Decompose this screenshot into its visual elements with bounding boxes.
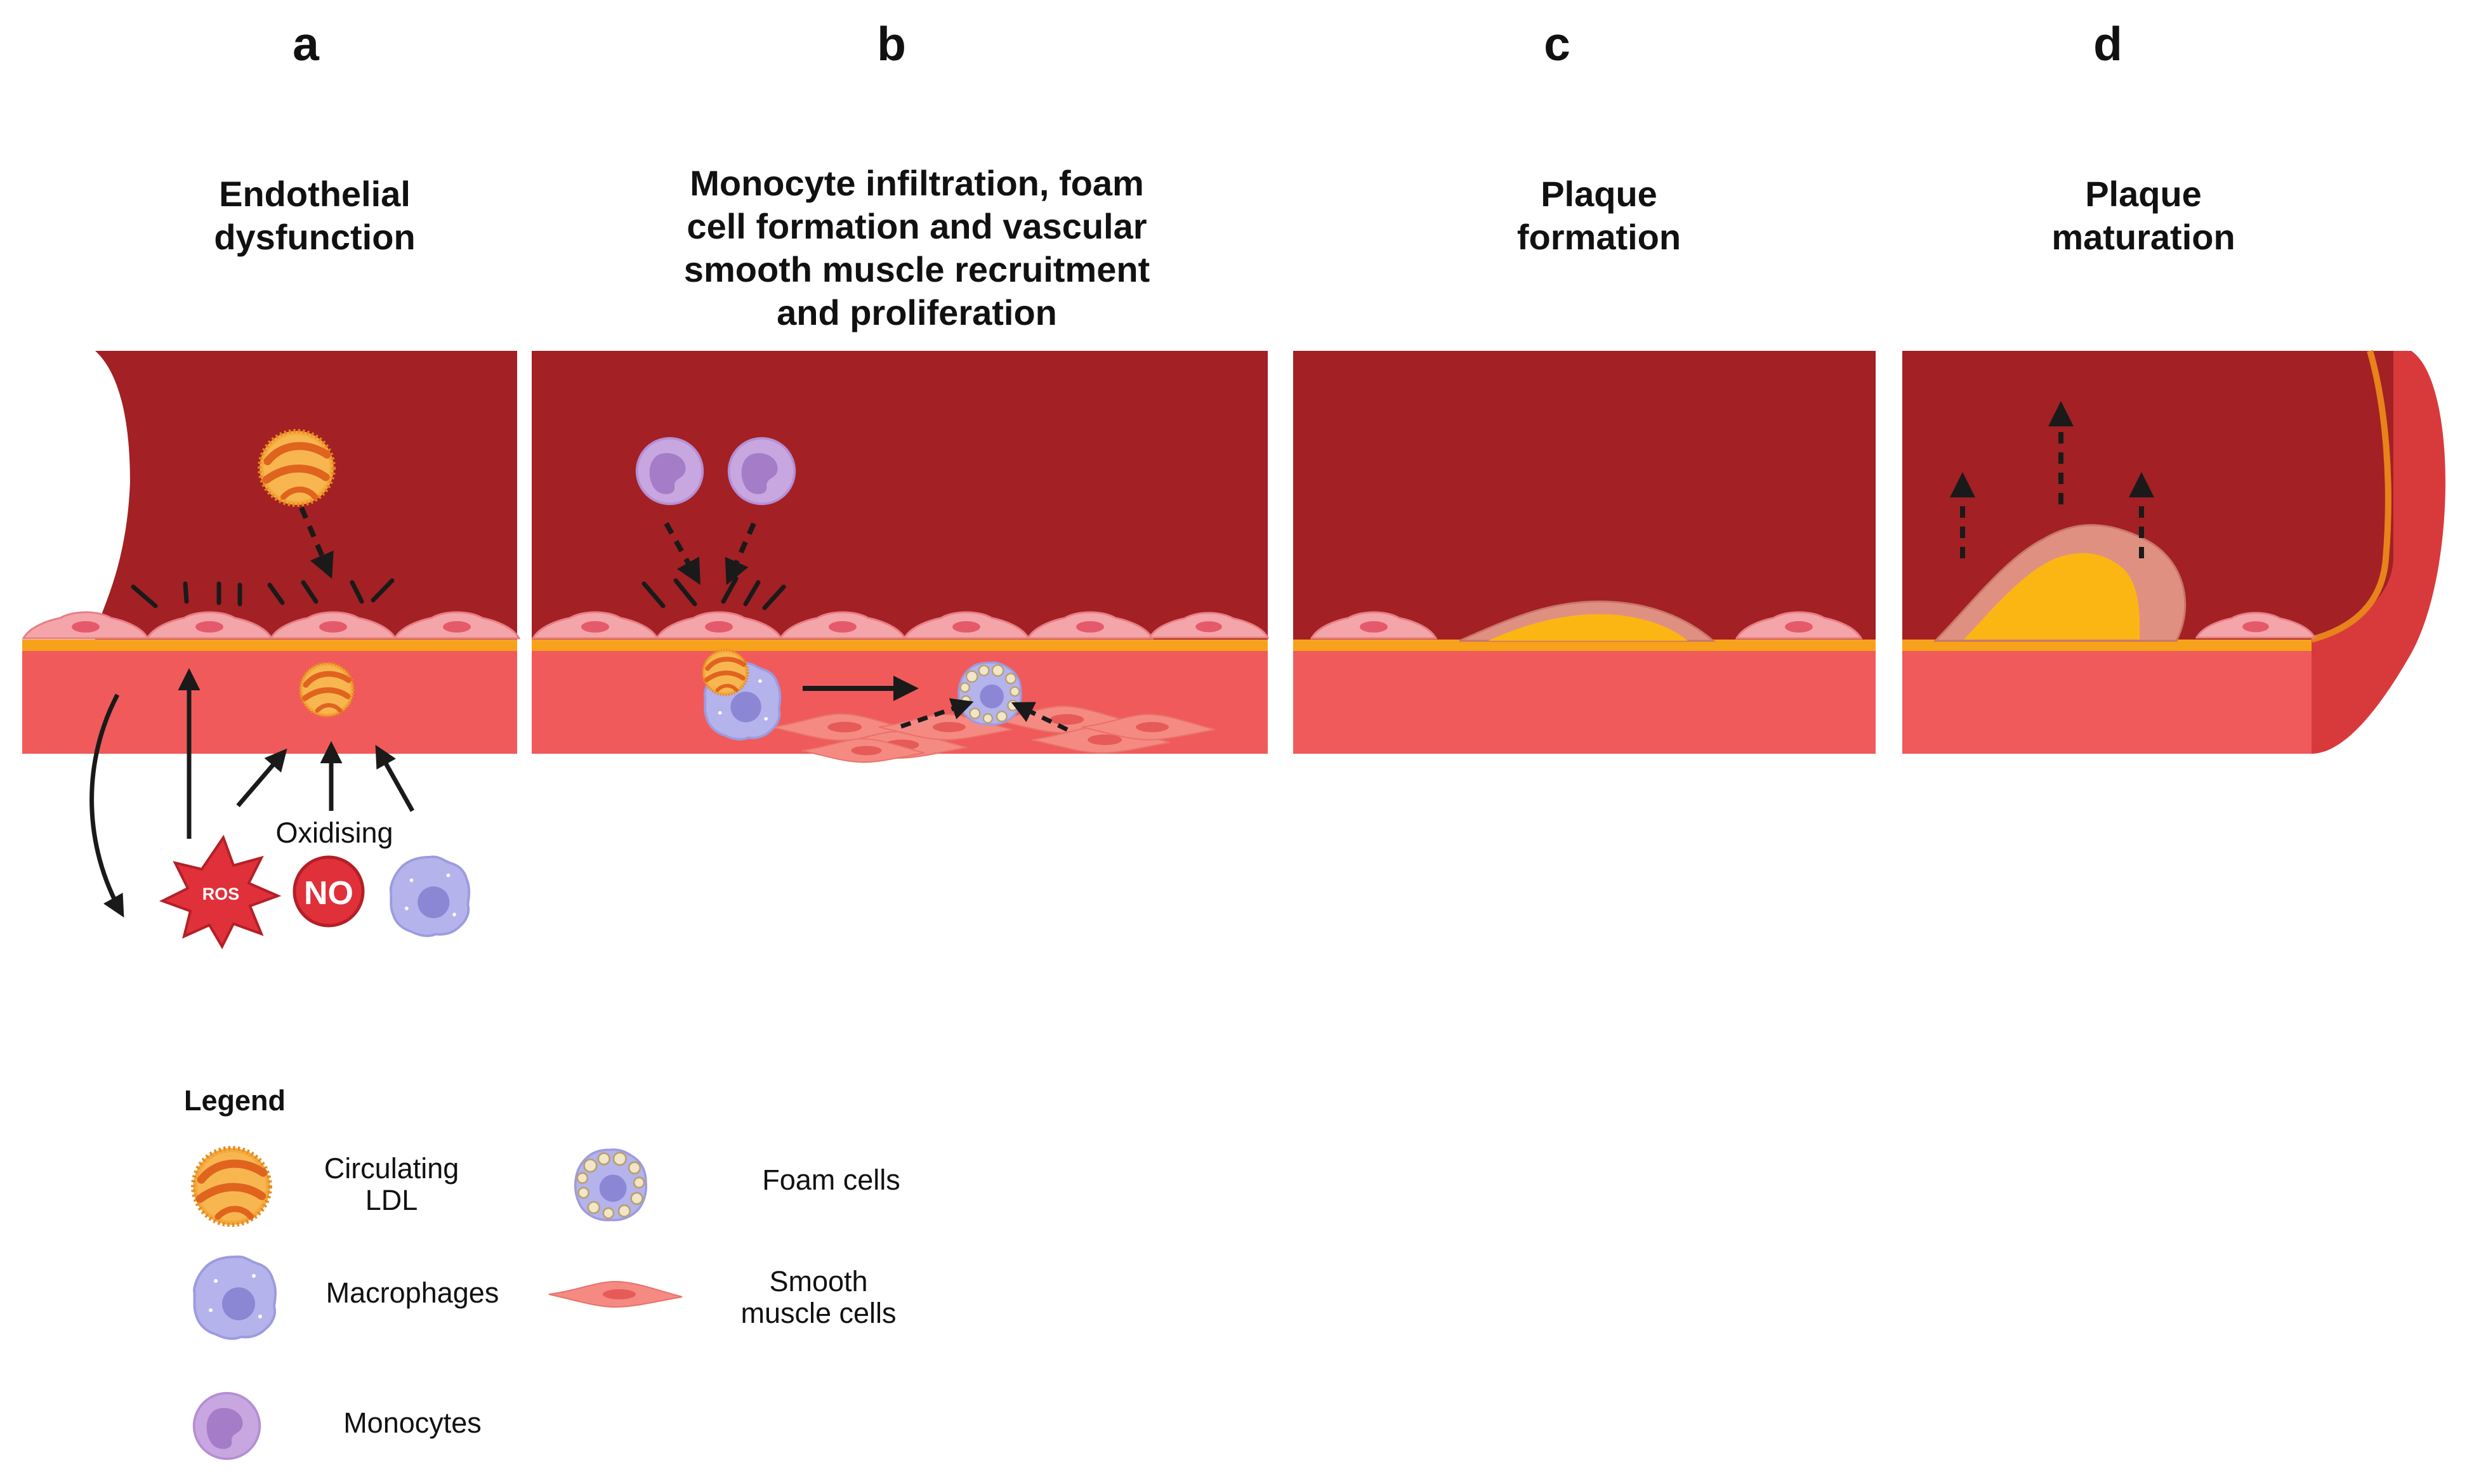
legend-smooth-muscle-cell-icon — [548, 1280, 683, 1308]
panel-c-vessel — [1293, 351, 1876, 754]
panel-d-title-line: Plaque — [2085, 174, 2202, 214]
panel-a-damage-marks — [131, 578, 395, 608]
legend-monocyte-icon — [192, 1391, 261, 1461]
panel-c-title-line: formation — [1517, 217, 1681, 257]
no-icon: NO — [293, 855, 365, 928]
panel-c-plaque — [1459, 600, 1716, 642]
legend-label-macrophage: Macrophages — [326, 1277, 499, 1309]
panel-b-foam-cell-icon — [957, 661, 1022, 726]
panel-b-ldl-icon — [703, 650, 748, 695]
legend-label-monocyte: Monocytes — [343, 1407, 482, 1439]
panel-b-letter: b — [877, 17, 906, 70]
panel-a-circulating-ldl-icon — [260, 431, 334, 505]
ros-icon: ROS — [159, 834, 282, 950]
legend-label-smooth-muscle-cell: muscle cells — [740, 1297, 896, 1329]
panel-a-title-line: Endothelial — [219, 174, 411, 214]
panel-d-letter: d — [2093, 17, 2122, 70]
panel-b-vessel — [532, 351, 1268, 754]
legend-label-foam-cell: Foam cells — [762, 1164, 900, 1196]
panel-d-title-line: maturation — [2051, 217, 2235, 257]
panel-b-monocyte-icon-1 — [635, 437, 704, 506]
panel-d-plaque — [1933, 524, 2187, 642]
legend-label-ldl: LDL — [365, 1184, 418, 1216]
panel-a-intimal-ldl-icon — [300, 663, 353, 716]
panel-c-title-line: Plaque — [1541, 174, 1657, 214]
panel-b-title-line: Monocyte infiltration, foam — [690, 163, 1144, 203]
panel-b-monocyte-icon-2 — [727, 437, 796, 506]
legend-ldl-icon — [193, 1148, 270, 1225]
legend-heading: Legend — [184, 1084, 286, 1117]
panel-b-smc-arrows — [900, 698, 1069, 732]
panel-b-title-line: smooth muscle recruitment — [684, 249, 1150, 289]
legend-label-smooth-muscle-cell: Smooth — [769, 1265, 867, 1297]
panel-a-macrophage-icon — [389, 855, 471, 938]
panel-a-vessel — [22, 351, 517, 754]
panel-a-letter: a — [293, 17, 320, 70]
legend-label-ldl: Circulating — [324, 1152, 459, 1185]
legend-macrophage-icon — [193, 1255, 277, 1340]
legend-foam-cell-icon — [574, 1148, 648, 1221]
panel-d-vessel — [1902, 350, 2445, 754]
panel-b-title-line: cell formation and vascular — [687, 206, 1147, 246]
ros-label: ROS — [202, 884, 240, 903]
oxidising-label: Oxidising — [275, 817, 393, 849]
panel-d-growth-arrows — [1950, 401, 2154, 558]
panel-b-monocyte-arrows — [664, 522, 756, 586]
panel-a-title-line: dysfunction — [214, 217, 415, 257]
panel-b-title-line: and proliferation — [777, 292, 1057, 332]
panel-a-oxidation-arrows — [89, 668, 415, 918]
no-label: NO — [304, 875, 353, 912]
panel-c-letter: c — [1544, 17, 1570, 70]
